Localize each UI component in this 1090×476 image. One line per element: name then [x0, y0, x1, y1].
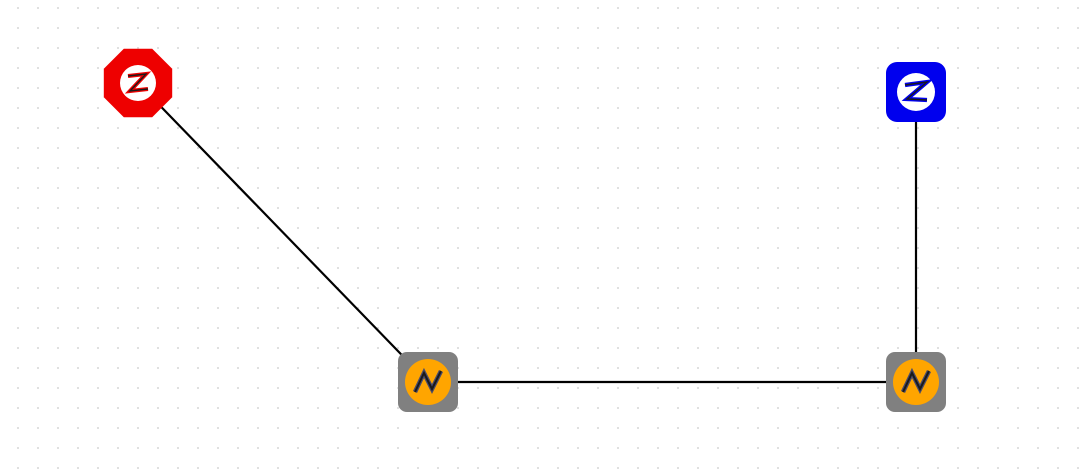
node-target-n2[interactable] [886, 62, 946, 122]
nodes-layer [103, 48, 946, 412]
node-source-n1[interactable] [103, 48, 173, 118]
node-relay-n4[interactable] [886, 352, 946, 412]
blue-square-lightning-icon [886, 62, 946, 122]
orange-relay-lightning-icon [886, 352, 946, 412]
red-octagon-lightning-icon [103, 48, 173, 118]
orange-relay-lightning-icon [398, 352, 458, 412]
links-layer [137, 82, 918, 384]
node-relay-n3[interactable] [398, 352, 458, 412]
link-n1-n3[interactable] [137, 82, 429, 383]
